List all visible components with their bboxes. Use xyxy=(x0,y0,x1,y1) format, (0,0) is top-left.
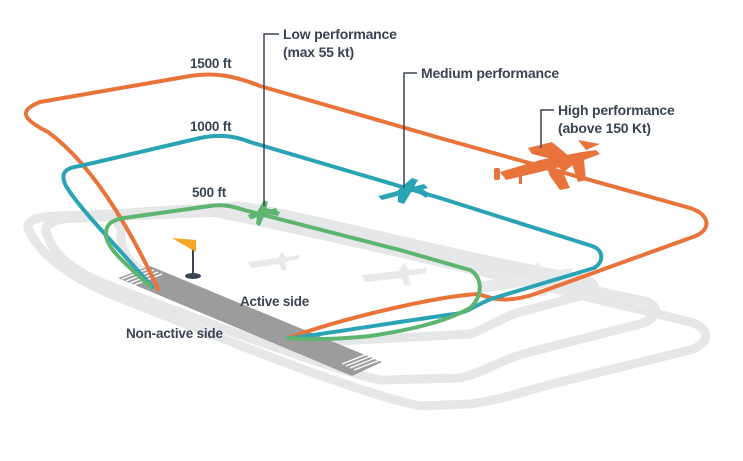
low-performance-pattern xyxy=(103,203,482,342)
callout-leader-medium xyxy=(403,72,417,188)
jet-plane-icon xyxy=(378,178,430,204)
callout-low-line2: (max 55 kt) xyxy=(283,44,354,60)
shadow-pattern-outer xyxy=(23,205,711,411)
altitude-label-500: 500 ft xyxy=(192,185,227,200)
windsock-flag-icon xyxy=(172,238,201,279)
shadow-plane-large-icon xyxy=(478,262,573,297)
aircraft-shadows xyxy=(248,252,573,297)
non-active-side-label: Non-active side xyxy=(126,326,223,341)
callout-leaders xyxy=(263,33,554,206)
small-plane-icon xyxy=(248,200,280,226)
runway-threshold-right xyxy=(341,352,381,371)
active-side-label: Active side xyxy=(240,294,310,309)
callout-low-line1: Low performance xyxy=(283,26,397,42)
runway-surface xyxy=(118,266,382,376)
callout-leader-high xyxy=(540,109,554,148)
altitude-label-1500: 1500 ft xyxy=(190,56,232,71)
callout-medium-line1: Medium performance xyxy=(421,65,559,81)
altitude-label-1000: 1000 ft xyxy=(190,119,232,134)
shadow-plane-medium-icon xyxy=(362,263,427,286)
runway xyxy=(118,266,382,376)
callout-high-line2: (above 150 Kt) xyxy=(558,120,651,136)
callout-high-line1: High performance xyxy=(558,102,675,118)
high-performance-pattern xyxy=(24,72,709,340)
turboprop-plane-icon xyxy=(494,140,600,190)
shadow-plane-small-icon xyxy=(248,252,300,271)
callout-leader-low xyxy=(263,33,279,206)
medium-performance-pattern xyxy=(61,133,604,340)
